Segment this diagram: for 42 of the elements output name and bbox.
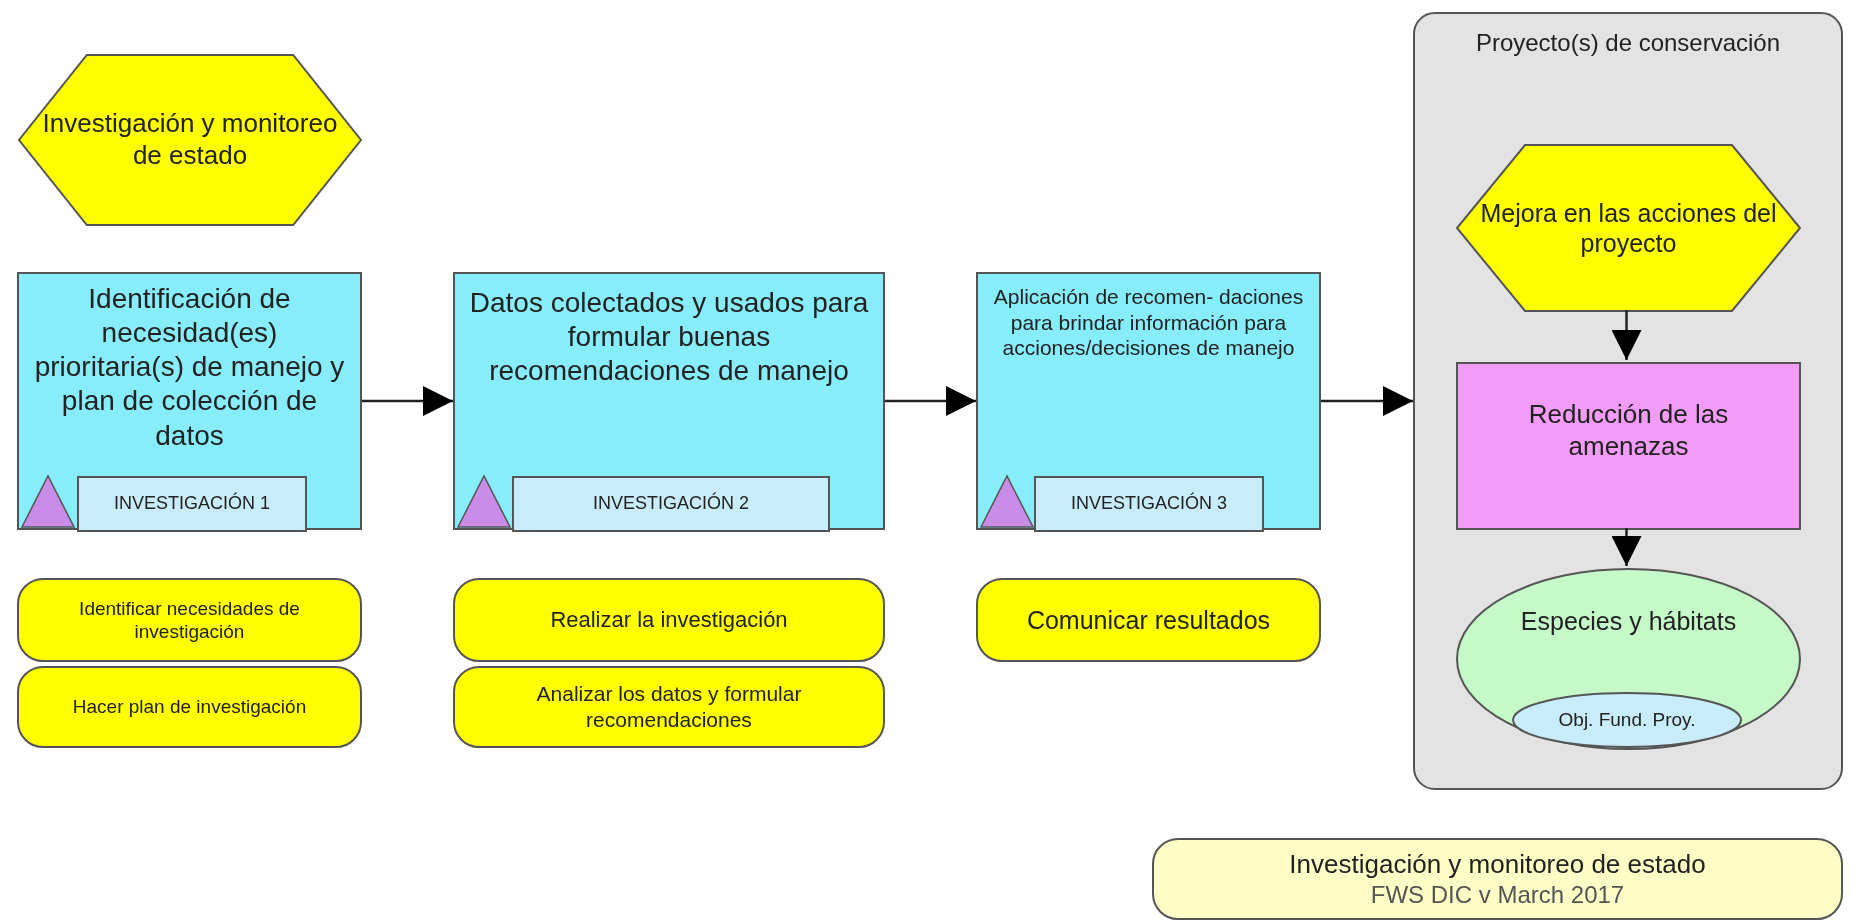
step-pill — [453, 578, 885, 662]
title-block — [1152, 838, 1843, 920]
label-box — [1034, 476, 1264, 532]
node-text: INVESTIGACIÓN 3 — [1070, 493, 1227, 515]
node-text: Proyecto(s) de conservación — [1475, 28, 1781, 58]
label-box — [77, 476, 307, 532]
project-container — [1413, 12, 1843, 790]
goal-ellipse — [1512, 692, 1742, 748]
node-text: Comunicar resultados — [1026, 604, 1271, 636]
threat-box — [1456, 362, 1801, 530]
arrow — [362, 386, 453, 416]
step-pill — [17, 666, 362, 748]
process-box — [453, 272, 885, 530]
arrow — [885, 386, 976, 416]
arrow — [1321, 386, 1413, 416]
node-text: Obj. Fund. Proy. — [1558, 708, 1696, 732]
arrow — [1611, 528, 1642, 566]
step-pill — [17, 578, 362, 662]
node-text: Hacer plan de investigación — [72, 695, 307, 719]
node-text: Realizar la investigación — [550, 606, 788, 634]
node-text: Reducción de las amenazas — [1527, 399, 1730, 463]
node-text: Especies y hábitats — [1520, 606, 1737, 637]
step-pill — [976, 578, 1321, 662]
node-text: INVESTIGACIÓN 1 — [113, 493, 270, 515]
node-text: Aplicación de recomen- daciones para brindar información para acciones/decisiones de manejo — [992, 284, 1305, 361]
version-text: FWS DIC v March 2017 — [1370, 880, 1625, 910]
node-text: Analizar los datos y formular recomendaciones — [535, 681, 803, 733]
node-text: Investigación y monitoreo de estado — [41, 108, 339, 172]
node-text: INVESTIGACIÓN 2 — [592, 493, 749, 515]
node-text: Identificar necesidades de investigación — [78, 596, 301, 644]
process-box — [17, 272, 362, 530]
label-box — [512, 476, 830, 532]
hexagon-node — [1456, 144, 1801, 312]
process-box — [976, 272, 1321, 530]
target-ellipse — [1456, 568, 1801, 750]
arrow — [1611, 310, 1642, 360]
hexagon-node — [18, 54, 362, 226]
node-text: Investigación y monitoreo de estado — [1289, 848, 1706, 881]
node-text: Identificación de necesidad(es) prioritaria(s) de manejo y plan de colección de datos — [33, 282, 346, 453]
node-text: Datos colectados y usados para formular buenas recomendaciones de manejo — [468, 286, 870, 389]
step-pill — [453, 666, 885, 748]
node-text: Mejora en las acciones del proyecto — [1479, 197, 1778, 259]
